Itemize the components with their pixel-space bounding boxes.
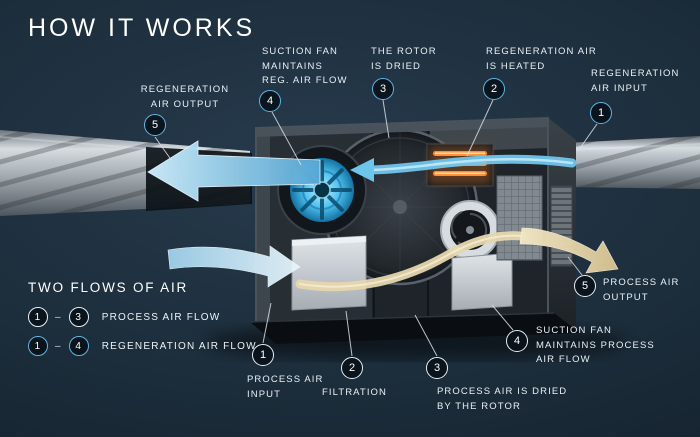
side-grille [550,185,573,267]
callout-process-dried-label: PROCESS AIR IS DRIED BY THE ROTOR [437,386,568,412]
unit-base [250,313,580,344]
legend-title: TWO FLOWS OF AIR [28,280,189,295]
callout-suction-reg-label: SUCTION FAN MAINTAINS REG. AIR FLOW [262,46,348,87]
legend-process-label: PROCESS AIR FLOW [101,311,221,323]
process-stream [295,231,527,292]
callout-suction-process-label: SUCTION FAN MAINTAINS PROCESS AIR FLOW [536,325,655,366]
callout-filtration-number-text: 2 [348,362,356,374]
callout-process-input-number: 1 [252,344,274,366]
callout-reg-output-number: 5 [144,114,166,136]
page-title: HOW IT WORKS [28,14,256,42]
callout-reg-heated-number-text: 2 [490,83,498,95]
callout-filtration-label: FILTRATION [322,387,388,398]
heater [426,143,494,187]
callout-reg-input-label: REGENERATION AIR INPUT [591,68,680,94]
callout-process-output-number-text: 5 [581,280,589,292]
callout-rotor-dried-label: THE ROTOR IS DRIED [371,46,437,72]
callout-rotor-dried-number-text: 3 [379,83,387,95]
legend-process-from-text: 1 [34,311,42,323]
legend-row-process: 1 – 3 PROCESS AIR FLOW [28,307,220,327]
legend-process-from-number: 1 [28,307,48,327]
legend-regeneration-to-number: 4 [68,336,89,356]
legend-process-to-text: 3 [75,311,83,323]
callout-reg-input-number-text: 1 [597,107,605,119]
legend-regeneration-to-text: 4 [75,340,83,352]
process-fan [440,200,500,260]
callout-process-output-label: PROCESS AIR OUTPUT [603,277,680,303]
legend-regeneration-label: REGENERATION AIR FLOW [101,340,257,352]
regeneration-stream [350,154,577,182]
process-output-arrow [519,227,619,274]
callout-lines [154,99,598,357]
legend-regeneration-from-number: 1 [28,336,48,356]
legend-regeneration-from-text: 1 [34,340,42,352]
airflow-arrows [147,140,619,292]
callout-reg-output-number-text: 5 [151,119,159,131]
callout-rotor-dried-number: 3 [372,78,394,100]
callout-reg-input-number: 1 [590,102,612,124]
callout-suction-process-number: 4 [506,330,528,352]
right-duct [565,136,700,189]
legend-dash: – [55,311,62,323]
callout-suction-process-number-text: 4 [513,335,521,347]
legend-row-regeneration: 1 – 4 REGENERATION AIR FLOW [28,336,257,356]
outlet-box [451,252,513,311]
callout-reg-output-label: REGENERATION AIR OUTPUT [140,84,230,110]
legend-process-to-number: 3 [68,307,89,327]
regeneration-output-arrow [147,140,321,202]
callout-process-dried-number: 3 [426,357,448,379]
legend-dash: – [55,340,62,352]
callout-process-output-number: 5 [574,275,596,297]
callout-process-dried-number-text: 3 [433,362,441,374]
filter-box [291,235,367,311]
callout-suction-reg-number-text: 4 [266,95,274,107]
callout-filtration-number: 2 [341,357,363,379]
callout-reg-heated-number: 2 [483,78,505,100]
process-input-arrow [167,245,301,288]
callout-reg-heated-label: REGENERATION AIR IS HEATED [486,46,597,72]
callout-process-input-label: PROCESS AIR INPUT [247,374,324,400]
callout-process-input-number-text: 1 [259,349,267,361]
callout-suction-reg-number: 4 [259,90,281,112]
interior-grille [496,175,543,261]
